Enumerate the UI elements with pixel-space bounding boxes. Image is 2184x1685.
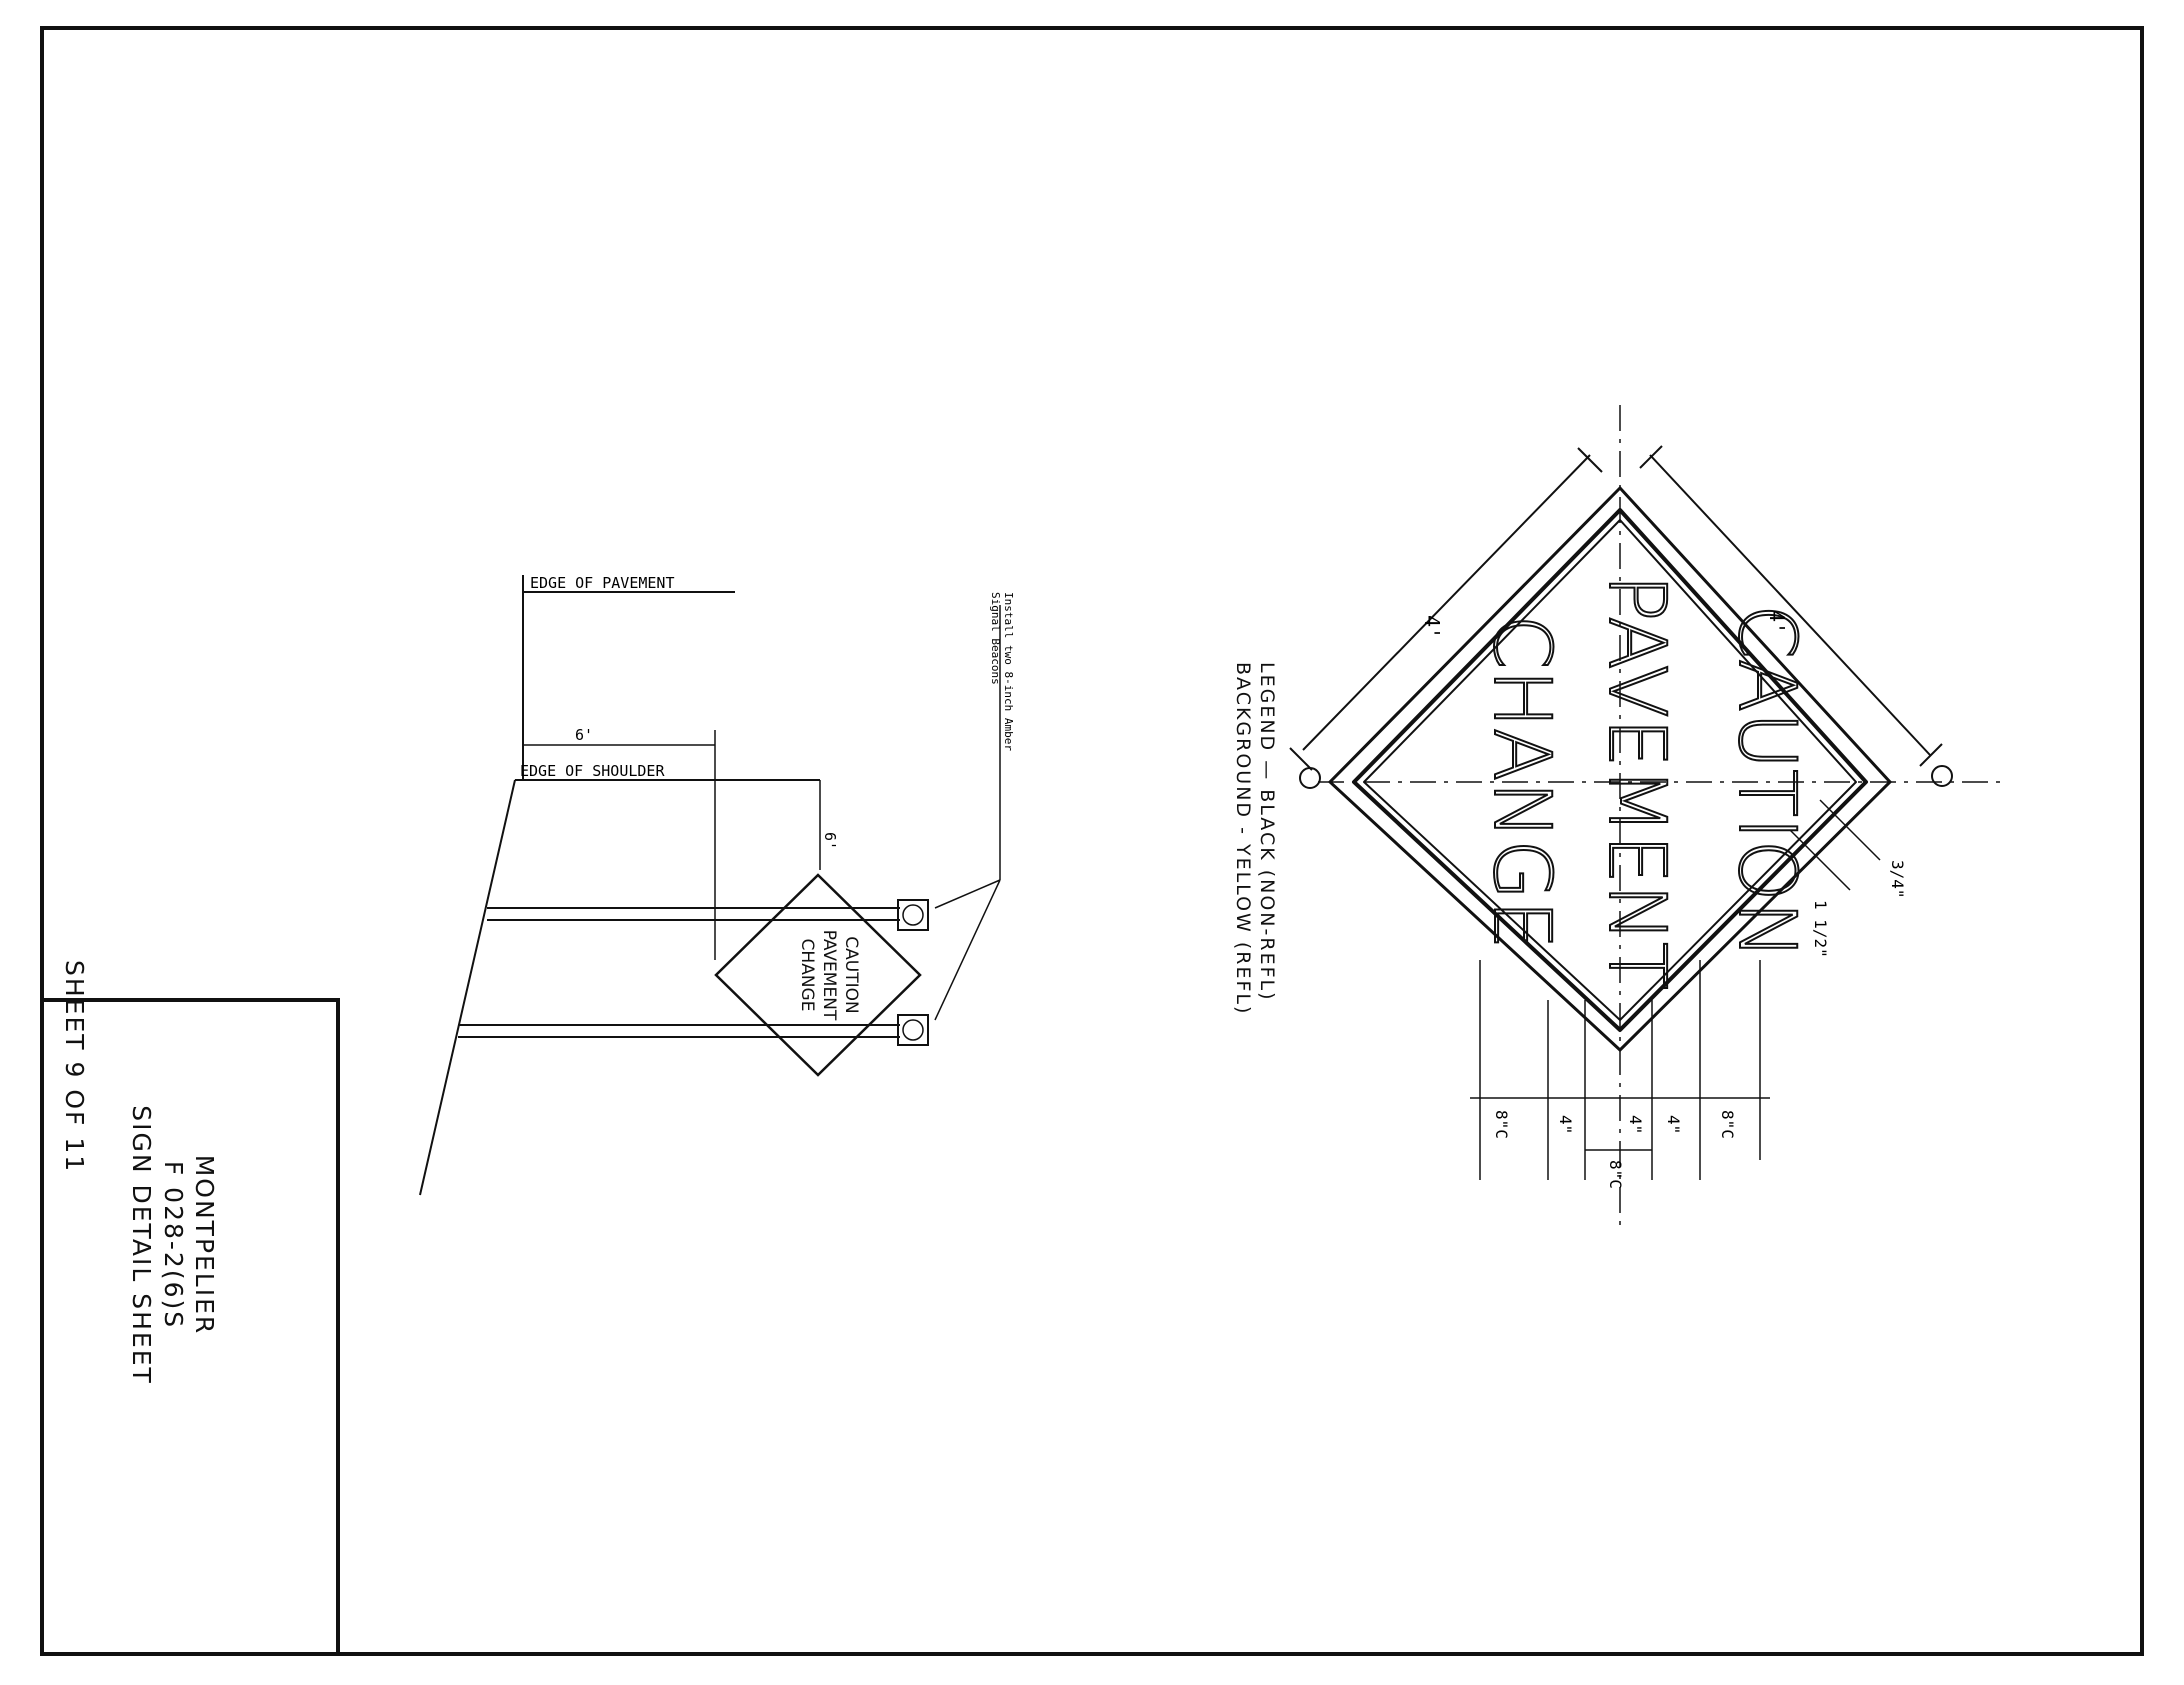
title-block [40, 998, 340, 1656]
sign-text-caution: CAUTION [1721, 604, 1811, 959]
legend-line2: BACKGROUND - YELLOW (REFL) [1232, 662, 1255, 1016]
sign-lettering: CAUTION PAVEMENT CHANGE [1475, 573, 1812, 991]
label-edge-of-shoulder: EDGE OF SHOULDER [520, 762, 665, 780]
plan-view [419, 575, 1001, 1196]
sign-inner-border [1352, 508, 1868, 1032]
sign-text-change: CHANGE [1476, 615, 1566, 950]
label-offset-a: 6' [575, 726, 593, 744]
dim-label-row6: 8"C [1492, 1110, 1511, 1139]
sheet-number: SHEET 9 OF 11 [50, 960, 90, 1340]
beacon-top [897, 899, 929, 931]
beacon-note-line2: Signal Beacons [989, 592, 1002, 685]
shoulder-slope-line [419, 779, 516, 1196]
label-edge-of-pavement: EDGE OF PAVEMENT [530, 574, 675, 592]
sign-inner-border-2 [1363, 519, 1857, 1021]
dim-label-row5: 8"C [1606, 1160, 1625, 1189]
legend-line1: LEGEND — BLACK (NON-REFL) [1256, 662, 1278, 1002]
dim-line-side-b [1649, 454, 1931, 756]
dim-label-row2: 4" [1664, 1115, 1683, 1134]
dim-label-row1: 8"C [1718, 1110, 1737, 1139]
dim-label-row4: 4" [1556, 1115, 1575, 1134]
dim-label-side-a: 4' [1420, 615, 1444, 639]
sign-detail [1289, 405, 2000, 1230]
beacon-note-line1: Install two 8-inch Amber [1002, 592, 1015, 751]
legend-block: LEGEND — BLACK (NON-REFL) BACKGROUND - Y… [1218, 662, 1278, 1122]
title-sheet-name: SIGN DETAIL SHEET [127, 1105, 157, 1385]
dim-line-side-a [1302, 454, 1591, 751]
sheet-number-text: SHEET 9 OF 11 [60, 960, 89, 1174]
beacon-bottom [897, 1014, 929, 1046]
title-project-number: F 028-2(6)S [158, 1160, 188, 1330]
sign-outer-edge [1327, 485, 1893, 1053]
label-offset-b: 6' [821, 832, 839, 850]
plan-sign-pavement: PAVEMENT [819, 930, 839, 1021]
plan-sign-diamond [714, 873, 922, 1077]
plan-sign-caution: CAUTION [841, 936, 861, 1013]
dim-label-border: 1 1/2" [1811, 900, 1830, 958]
dim-label-side-b: 4' [1765, 610, 1789, 634]
dim-label-margin: 3/4" [1888, 860, 1907, 899]
plan-sign-change: CHANGE [797, 939, 817, 1012]
title-project: MONTPELIER [190, 1154, 219, 1336]
plan-sign-lettering: CAUTION PAVEMENT CHANGE [797, 930, 861, 1021]
sign-text-pavement: PAVEMENT [1591, 574, 1681, 990]
drawing-border [40, 26, 2144, 1656]
dim-label-row3: 4" [1626, 1115, 1645, 1134]
